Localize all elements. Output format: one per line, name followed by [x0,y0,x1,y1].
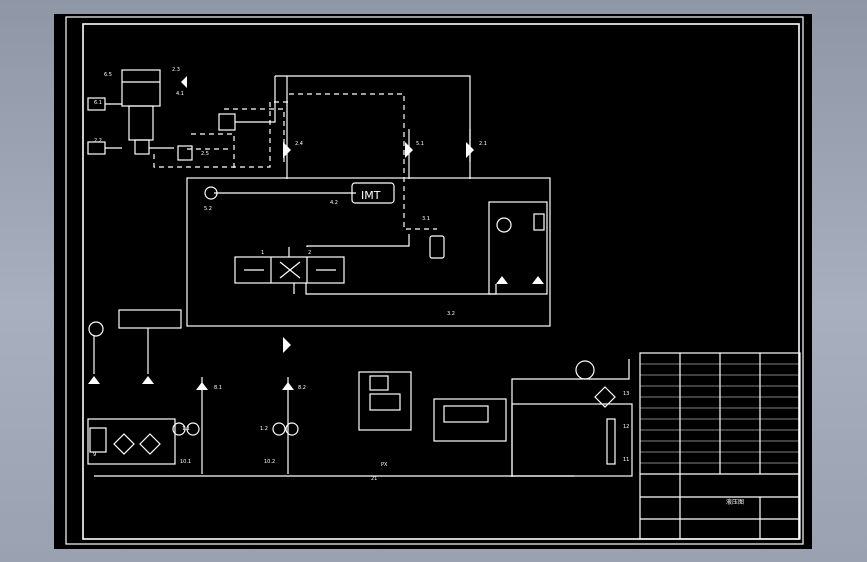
tag-label: 3.2 [447,311,455,317]
tag-label: 5.2 [204,206,212,212]
control-panel-box [186,177,551,327]
tag-label: 2.3 [172,67,180,73]
tag-label: 6.1 [94,100,102,106]
tag-label: 10.2 [264,459,275,465]
pilot-lines [153,93,437,230]
tag-label: 11 [623,457,629,463]
pump-2b [285,422,299,436]
tag-label: 2.4 [295,141,303,147]
check-valve-block-1 [218,113,236,131]
motor-symbol [89,427,107,453]
outer-frame [65,16,804,545]
hydraulic-schematic: IMT 6.5 2.3 4.1 2.5 2.4 5.1 2.1 6.1 2.2 … [65,16,804,545]
pump-2 [272,422,286,436]
power-unit-box [87,418,176,465]
tag-label: 8.1 [214,385,222,391]
level-gauge [575,360,595,380]
check-valve-block-2 [177,145,193,161]
air-filter [594,386,616,408]
cylinder-base [134,139,150,155]
tag-label: 6.5 [104,72,112,78]
tag-label: PX [381,462,388,468]
tag-label: 2.5 [201,151,209,157]
pressure-switch [429,235,445,259]
valve-symbols [88,76,544,390]
tag-label: 4.1 [176,91,184,97]
tag-label: 12 [623,424,629,430]
title-block-label: 液压图 [726,498,744,506]
pump-1b [186,422,200,436]
right-supply-line [511,359,630,477]
pressure-gauge-3 [88,321,104,337]
tag-label: 9 [93,452,96,458]
tag-label: 13 [623,391,629,397]
tag-label: 21 [371,476,377,482]
tag-label: 1.2 [260,426,268,432]
tag-label: 1.1 [182,426,190,432]
tag-label: 10.1 [180,459,191,465]
pressure-gauge-1 [204,186,218,200]
tag-label: 3.1 [422,216,430,222]
title-block-rows [640,363,800,464]
gauge-subpanel [488,201,548,295]
pump-1 [172,422,186,436]
filter-box [433,398,507,442]
tag-label: 2.2 [94,138,102,144]
pressure-gauge-2 [496,217,512,233]
inner-frame [82,23,800,540]
accumulator-tank [533,213,545,231]
filter-1 [113,433,135,455]
tag-label: 5.1 [416,141,424,147]
imt-box [351,182,395,204]
imt-label: IMT [361,189,381,202]
tag-label: 4.2 [330,200,338,206]
tag-label: 2 [308,250,311,256]
tag-label: 2.1 [479,141,487,147]
tag-label: 8.2 [298,385,306,391]
reservoir [511,403,633,477]
thermometer [606,418,616,465]
drawing-sheet: IMT 6.5 2.3 4.1 2.5 2.4 5.1 2.1 6.1 2.2 … [54,14,812,549]
manual-valve-block [118,309,182,329]
cylinder-rod [128,105,154,141]
supply-line-top [275,75,471,162]
tag-label: 1 [261,250,264,256]
filter-2 [139,433,161,455]
relief-valve-box [358,371,412,431]
cylinder-body [121,69,161,107]
